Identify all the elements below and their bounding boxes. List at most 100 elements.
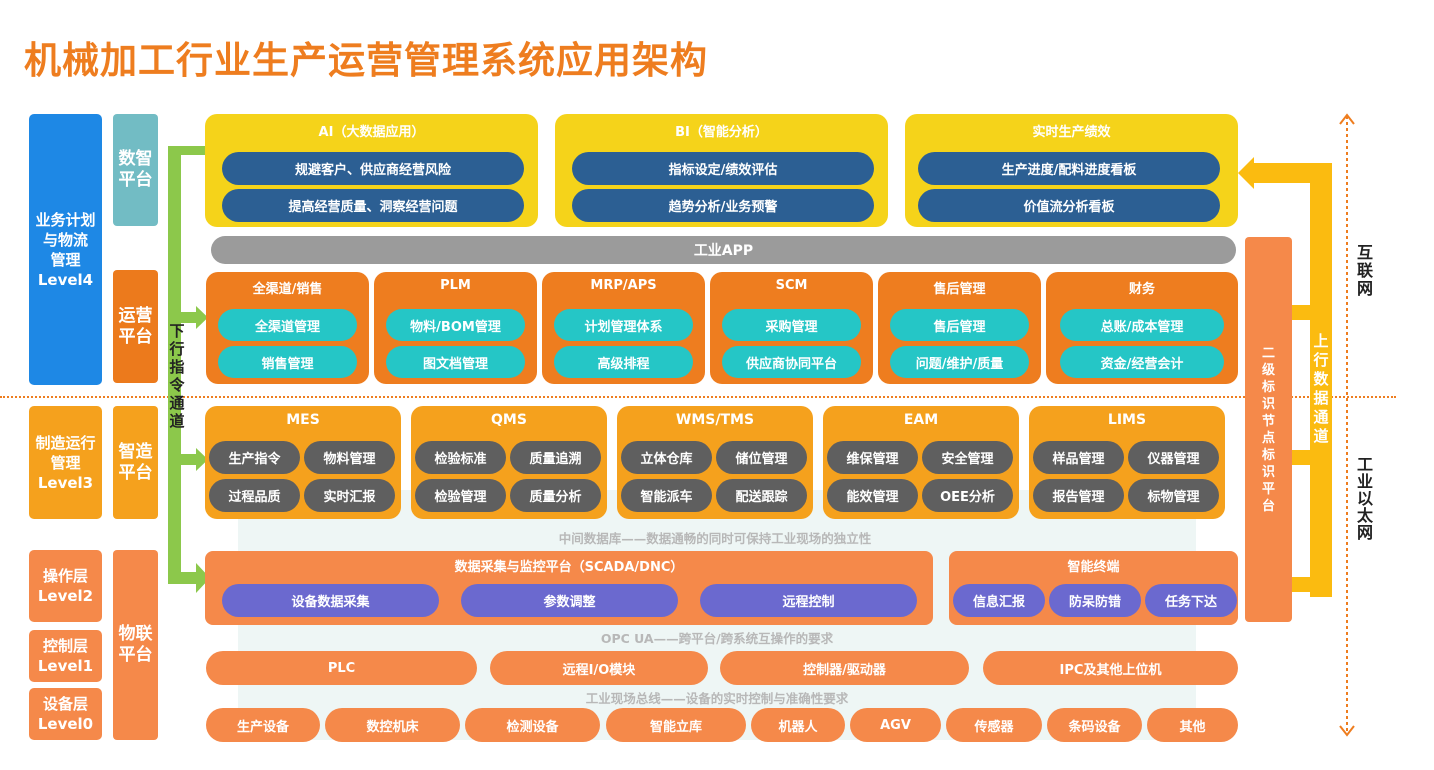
- ops-panel-aftersales: 售后管理 售后管理 问题/维护/质量: [878, 272, 1041, 384]
- ops-item[interactable]: 图文档管理: [386, 346, 525, 378]
- ai-item-risk[interactable]: 规避客户、供应商经营风险: [222, 152, 524, 185]
- bi-panel-title: BI（智能分析）: [675, 125, 768, 140]
- ops-panel-scm: SCM 采购管理 供应商协同平台: [710, 272, 873, 384]
- mfg-panel-wms: WMS/TMS 立体仓库 储位管理 智能派车 配送跟踪: [617, 406, 813, 519]
- level-divider-line: [0, 396, 1396, 398]
- ops-item[interactable]: 供应商协同平台: [722, 346, 861, 378]
- terminal-item-dispatch[interactable]: 任务下达: [1145, 584, 1237, 617]
- mfg-panel-eam: EAM 维保管理 安全管理 能效管理 OEE分析: [823, 406, 1019, 519]
- performance-panel: 实时生产绩效 生产进度/配料进度看板 价值流分析看板: [905, 114, 1238, 227]
- bi-panel: BI（智能分析） 指标设定/绩效评估 趋势分析/业务预警: [555, 114, 888, 227]
- bi-item-kpi[interactable]: 指标设定/绩效评估: [572, 152, 874, 185]
- middle-database-note: 中间数据库——数据通畅的同时可保持工业现场的独立性: [558, 531, 872, 546]
- ai-item-quality[interactable]: 提高经营质量、洞察经营问题: [222, 189, 524, 222]
- device-item-cnc[interactable]: 数控机床: [325, 708, 460, 742]
- scada-item-parameter[interactable]: 参数调整: [461, 584, 678, 617]
- mfg-item[interactable]: 物料管理: [304, 441, 395, 474]
- ops-panel-title: 全渠道/销售: [252, 282, 323, 297]
- mfg-item[interactable]: 过程品质: [209, 479, 300, 512]
- performance-panel-title: 实时生产绩效: [1032, 125, 1111, 140]
- level0-box: 设备层 Level0: [29, 688, 102, 740]
- mfg-item[interactable]: 维保管理: [827, 441, 918, 474]
- mfg-item[interactable]: 配送跟踪: [716, 479, 807, 512]
- mfg-item[interactable]: 质量分析: [510, 479, 601, 512]
- industrial-app-bar[interactable]: 工业APP: [211, 236, 1236, 264]
- device-item-barcode[interactable]: 条码设备: [1047, 708, 1142, 742]
- mfg-panel-title: WMS/TMS: [675, 412, 755, 428]
- level2-box: 操作层 Level2: [29, 550, 102, 622]
- mfg-item[interactable]: 立体仓库: [621, 441, 712, 474]
- internet-label: 互 联 网: [1356, 243, 1373, 298]
- control-item-controller[interactable]: 控制器/驱动器: [720, 651, 969, 685]
- ops-panel-title: 售后管理: [933, 282, 986, 297]
- mfg-panel-mes: MES 生产指令 物料管理 过程品质 实时汇报: [205, 406, 401, 519]
- control-item-remote-io[interactable]: 远程I/O模块: [490, 651, 708, 685]
- mfg-item[interactable]: 质量追溯: [510, 441, 601, 474]
- control-item-plc[interactable]: PLC: [206, 651, 477, 685]
- control-item-ipc[interactable]: IPC及其他上位机: [983, 651, 1238, 685]
- terminal-panel-title: 智能终端: [1067, 560, 1120, 575]
- terminal-item-report[interactable]: 信息汇报: [953, 584, 1045, 617]
- mfg-panel-title: LIMS: [1107, 412, 1147, 428]
- industrial-ethernet-label: 工 业 以 太 网: [1356, 455, 1373, 542]
- performance-item-progress[interactable]: 生产进度/配料进度看板: [918, 152, 1220, 185]
- page-title: 机械加工行业生产运营管理系统应用架构: [24, 39, 708, 82]
- mfg-item[interactable]: 安全管理: [922, 441, 1013, 474]
- terminal-item-poka-yoke[interactable]: 防呆防错: [1049, 584, 1141, 617]
- ops-item[interactable]: 计划管理体系: [554, 309, 693, 341]
- mfg-item[interactable]: 能效管理: [827, 479, 918, 512]
- level3-box: 制造运行 管理 Level3: [29, 406, 102, 519]
- scada-panel: 数据采集与监控平台（SCADA/DNC） 设备数据采集 参数调整 远程控制: [205, 551, 933, 625]
- platform-smart-manufacturing: 智造 平台: [113, 406, 158, 519]
- ops-item[interactable]: 物料/BOM管理: [386, 309, 525, 341]
- device-item-production[interactable]: 生产设备: [206, 708, 320, 742]
- down-channel-arrow: [168, 146, 210, 593]
- mfg-item[interactable]: 实时汇报: [304, 479, 395, 512]
- mfg-item[interactable]: OEE分析: [922, 479, 1013, 512]
- mfg-item[interactable]: 仪器管理: [1128, 441, 1219, 474]
- ops-item[interactable]: 采购管理: [722, 309, 861, 341]
- device-item-sensor[interactable]: 传感器: [946, 708, 1042, 742]
- ops-panel-title: PLM: [440, 278, 471, 293]
- mfg-item[interactable]: 智能派车: [621, 479, 712, 512]
- ops-item[interactable]: 总账/成本管理: [1060, 309, 1224, 341]
- mfg-item[interactable]: 检验管理: [415, 479, 506, 512]
- terminal-panel: 智能终端 信息汇报 防呆防错 任务下达: [949, 551, 1238, 625]
- ops-item[interactable]: 问题/维护/质量: [890, 346, 1029, 378]
- mfg-panel-lims: LIMS 样品管理 仪器管理 报告管理 标物管理: [1029, 406, 1225, 519]
- mfg-item[interactable]: 报告管理: [1033, 479, 1124, 512]
- ai-panel-title: AI（大数据应用）: [318, 125, 425, 140]
- mfg-panel-title: QMS: [491, 412, 527, 428]
- device-item-asrs[interactable]: 智能立库: [606, 708, 746, 742]
- scada-item-remote[interactable]: 远程控制: [700, 584, 917, 617]
- ops-panel-omnichannel: 全渠道/销售 全渠道管理 销售管理: [206, 272, 369, 384]
- node-platform-label: 二 级 标 识 节 点 标 识 平 台: [1261, 345, 1275, 514]
- mfg-item[interactable]: 样品管理: [1033, 441, 1124, 474]
- network-axis-arrow: [1339, 113, 1355, 737]
- mfg-item[interactable]: 生产指令: [209, 441, 300, 474]
- device-item-other[interactable]: 其他: [1147, 708, 1238, 742]
- ops-panel-plm: PLM 物料/BOM管理 图文档管理: [374, 272, 537, 384]
- ops-panel-mrp: MRP/APS 计划管理体系 高级排程: [542, 272, 705, 384]
- performance-item-valuestream[interactable]: 价值流分析看板: [918, 189, 1220, 222]
- ops-item[interactable]: 资金/经营会计: [1060, 346, 1224, 378]
- ops-panel-title: 财务: [1128, 282, 1155, 297]
- opc-ua-note: OPC UA——跨平台/跨系统互操作的要求: [600, 631, 834, 646]
- up-channel-arrow: [1238, 157, 1332, 597]
- ops-item[interactable]: 销售管理: [218, 346, 357, 378]
- ops-item[interactable]: 全渠道管理: [218, 309, 357, 341]
- device-item-inspection[interactable]: 检测设备: [465, 708, 600, 742]
- ops-item[interactable]: 售后管理: [890, 309, 1029, 341]
- platform-iot: 物联 平台: [113, 550, 158, 740]
- device-item-robot[interactable]: 机器人: [751, 708, 845, 742]
- scada-panel-title: 数据采集与监控平台（SCADA/DNC）: [454, 560, 684, 575]
- mfg-item[interactable]: 标物管理: [1128, 479, 1219, 512]
- bi-item-trend[interactable]: 趋势分析/业务预警: [572, 189, 874, 222]
- scada-item-collection[interactable]: 设备数据采集: [222, 584, 439, 617]
- mfg-item[interactable]: 检验标准: [415, 441, 506, 474]
- ops-item[interactable]: 高级排程: [554, 346, 693, 378]
- mfg-item[interactable]: 储位管理: [716, 441, 807, 474]
- device-item-agv[interactable]: AGV: [850, 708, 941, 742]
- ops-panel-title: SCM: [775, 278, 808, 293]
- node-identification-platform: 二 级 标 识 节 点 标 识 平 台: [1245, 237, 1292, 622]
